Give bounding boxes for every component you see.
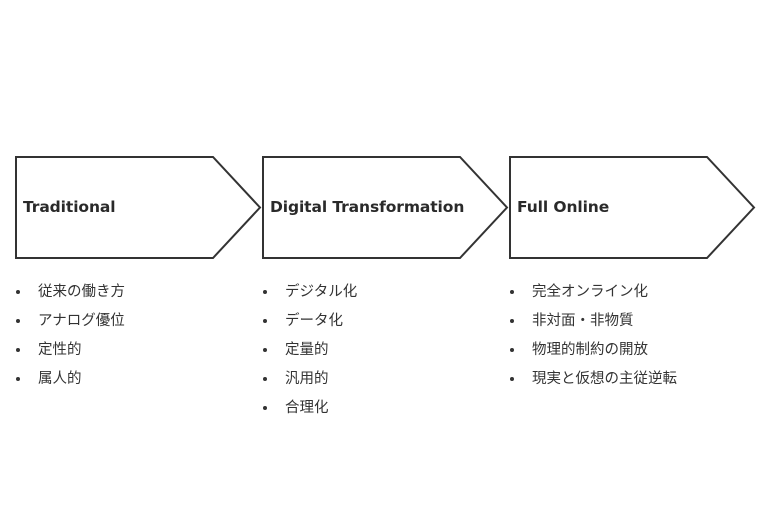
stage-bullet-list: 完全オンライン化 非対面・非物質 物理的制約の開放 現実と仮想の主従逆転: [509, 280, 755, 396]
bullet-dot-icon: [16, 319, 20, 323]
bullet-dot-icon: [263, 319, 267, 323]
stage-arrow: Traditional: [15, 156, 262, 259]
stage-arrow: Digital Transformation: [262, 156, 509, 259]
bullet-dot-icon: [16, 348, 20, 352]
bullet-dot-icon: [510, 348, 514, 352]
chevron-arrow-shape: [509, 156, 756, 259]
stage-bullet-list: 従来の働き方 アナログ優位 定性的 属人的: [15, 280, 261, 396]
list-item: 従来の働き方: [15, 280, 261, 309]
list-item: 物理的制約の開放: [509, 338, 755, 367]
stage-title: Traditional: [23, 198, 116, 216]
bullet-dot-icon: [510, 377, 514, 381]
bullet-dot-icon: [510, 319, 514, 323]
list-item: 完全オンライン化: [509, 280, 755, 309]
list-item: 合理化: [262, 396, 508, 425]
bullet-dot-icon: [16, 290, 20, 294]
list-item: アナログ優位: [15, 309, 261, 338]
list-item: 定量的: [262, 338, 508, 367]
stage-full-online: Full Online 完全オンライン化 非対面・非物質 物理的制約の開放 現実…: [509, 156, 756, 387]
chevron-arrow-shape: [262, 156, 509, 259]
stage-digital-transformation: Digital Transformation デジタル化 データ化 定量的 汎用…: [262, 156, 509, 416]
list-item: デジタル化: [262, 280, 508, 309]
list-item: 属人的: [15, 367, 261, 396]
list-item: データ化: [262, 309, 508, 338]
process-flow: Traditional 従来の働き方 アナログ優位 定性的 属人的 Digita…: [15, 156, 760, 426]
stage-bullet-list: デジタル化 データ化 定量的 汎用的 合理化: [262, 280, 508, 425]
chevron-arrow-shape: [15, 156, 262, 259]
list-item: 非対面・非物質: [509, 309, 755, 338]
stage-arrow: Full Online: [509, 156, 756, 259]
bullet-dot-icon: [510, 290, 514, 294]
bullet-dot-icon: [263, 377, 267, 381]
list-item: 現実と仮想の主従逆転: [509, 367, 755, 396]
stage-title: Digital Transformation: [270, 198, 465, 216]
stage-title: Full Online: [517, 198, 610, 216]
list-item: 汎用的: [262, 367, 508, 396]
bullet-dot-icon: [16, 377, 20, 381]
bullet-dot-icon: [263, 406, 267, 410]
bullet-dot-icon: [263, 348, 267, 352]
bullet-dot-icon: [263, 290, 267, 294]
list-item: 定性的: [15, 338, 261, 367]
stage-traditional: Traditional 従来の働き方 アナログ優位 定性的 属人的: [15, 156, 262, 387]
